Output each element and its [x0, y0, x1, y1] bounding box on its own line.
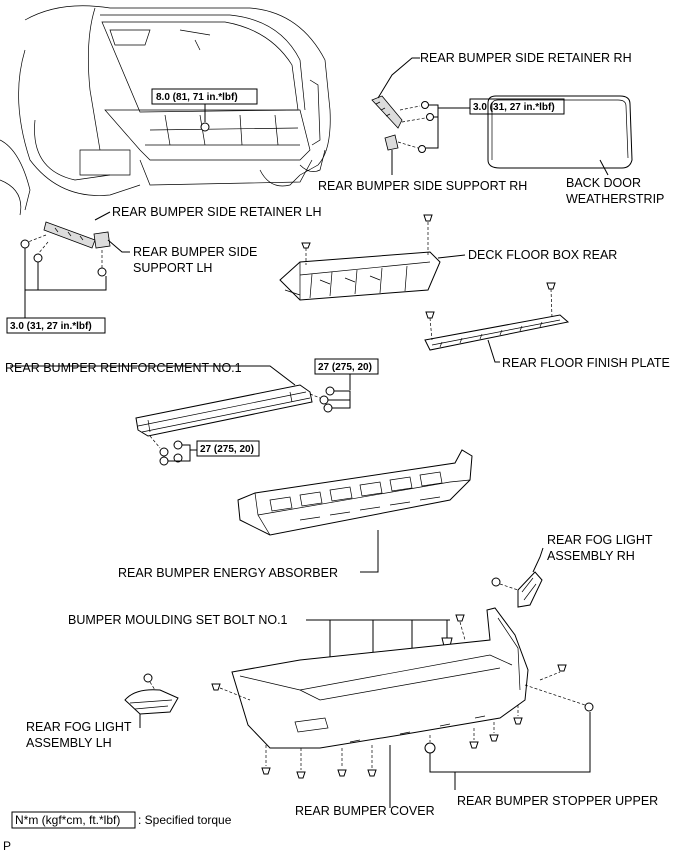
nut-icon — [173, 440, 183, 450]
clip-icon — [301, 242, 311, 249]
rear-bumper-cover-part — [231, 607, 529, 749]
torque-box — [6, 317, 106, 334]
nut-icon — [173, 453, 183, 463]
clip-icon — [546, 282, 556, 290]
floor-finish-plate-label: REAR FLOOR FINISH PLATE — [502, 356, 670, 370]
energy-absorber-part — [237, 449, 473, 536]
clip-icon — [469, 741, 479, 749]
bolt-icon — [421, 101, 429, 109]
energy-absorber-group: REAR BUMPER ENERGY ABSORBER — [118, 449, 473, 580]
bumper-cover-label: REAR BUMPER COVER — [295, 804, 435, 818]
clip-icon — [423, 214, 433, 222]
fog-light-lh-group: REAR FOG LIGHT ASSEMBLY LH — [26, 673, 179, 750]
nut-icon — [159, 447, 169, 457]
bolt-icon — [33, 253, 43, 263]
fog-light-rh-part — [517, 571, 543, 608]
side-support-lh-label-2: SUPPORT LH — [133, 261, 212, 275]
side-retainer-lh-group: REAR BUMPER SIDE RETAINER LH REAR BUMPER… — [6, 205, 322, 334]
energy-absorber-label: REAR BUMPER ENERGY ABSORBER — [118, 566, 338, 580]
clip-icon — [455, 614, 465, 622]
screw-icon — [584, 702, 594, 712]
fog-light-lh-label-2: ASSEMBLY LH — [26, 736, 112, 750]
clip-icon — [425, 311, 435, 319]
legend: N*m (kgf*cm, ft.*lbf) : Specified torque — [11, 811, 232, 829]
side-support-rh-label: REAR BUMPER SIDE SUPPORT RH — [318, 179, 527, 193]
screw-icon — [491, 577, 501, 587]
bolt-icon — [97, 267, 107, 277]
legend-unit: N*m (kgf*cm, ft.*lbf) — [15, 813, 120, 827]
torque-value: 3.0 (31, 27 in.*lbf) — [473, 102, 555, 113]
fog-light-rh-label-1: REAR FOG LIGHT — [547, 533, 653, 547]
reinforcement-group: REAR BUMPER REINFORCEMENT NO.1 27 (275, … — [5, 358, 379, 466]
weatherstrip-label-1: BACK DOOR — [566, 176, 641, 190]
bolt-icon — [200, 122, 210, 132]
nut-icon — [319, 395, 329, 405]
torque-box — [196, 440, 260, 457]
cover-fasteners — [211, 614, 594, 779]
torque-value: 27 (275, 20) — [318, 362, 372, 373]
fog-light-lh-label-1: REAR FOG LIGHT — [26, 720, 132, 734]
clip-icon — [367, 769, 377, 777]
nut-icon — [325, 386, 335, 396]
nut-icon — [159, 456, 169, 466]
moulding-bolt-label: BUMPER MOULDING SET BOLT NO.1 — [68, 613, 288, 627]
clip-icon — [211, 683, 221, 691]
torque-box — [314, 358, 379, 375]
deck-floor-box-group: DECK FLOOR BOX REAR — [279, 214, 617, 301]
legend-box — [11, 811, 136, 829]
weatherstrip-part — [487, 95, 633, 169]
side-retainer-rh-group: REAR BUMPER SIDE RETAINER RH REAR BUMPER… — [318, 51, 632, 193]
fog-light-rh-group: REAR FOG LIGHT ASSEMBLY RH — [491, 533, 653, 608]
stopper-upper-group: REAR BUMPER STOPPER UPPER — [429, 712, 658, 808]
side-support-lh-part — [93, 231, 111, 249]
stopper-upper-label: REAR BUMPER STOPPER UPPER — [457, 794, 658, 808]
clip-icon — [513, 717, 523, 725]
fog-light-rh-label-2: ASSEMBLY RH — [547, 549, 635, 563]
back-door-weatherstrip-group: BACK DOOR WEATHERSTRIP — [487, 95, 664, 206]
reinforcement-label: REAR BUMPER REINFORCEMENT NO.1 — [5, 361, 242, 375]
clip-icon — [557, 664, 567, 672]
rear-bumper-cover-group: REAR BUMPER COVER — [231, 607, 529, 818]
deck-floor-box-part — [279, 251, 441, 301]
fog-light-lh-part — [124, 689, 179, 715]
rear-floor-finish-plate-group: REAR FLOOR FINISH PLATE — [424, 282, 670, 370]
deck-torque: 8.0 (81, 71 in.*lbf) — [151, 88, 258, 132]
side-retainer-rh-part — [371, 95, 403, 129]
torque-box — [469, 98, 565, 115]
side-retainer-lh-label: REAR BUMPER SIDE RETAINER LH — [112, 205, 322, 219]
screw-icon — [143, 673, 153, 683]
torque-value: 8.0 (81, 71 in.*lbf) — [156, 92, 238, 103]
side-retainer-rh-label: REAR BUMPER SIDE RETAINER RH — [420, 51, 632, 65]
clip-icon — [296, 771, 306, 779]
vehicle-rear-illustration — [0, 5, 331, 216]
reinforcement-part — [135, 384, 313, 437]
side-retainer-lh-part — [43, 221, 96, 249]
side-support-lh-label-1: REAR BUMPER SIDE — [133, 245, 257, 259]
weatherstrip-label-2: WEATHERSTRIP — [566, 192, 664, 206]
footer-mark: P — [3, 839, 11, 853]
bolt-icon — [418, 145, 426, 153]
clip-icon — [489, 734, 499, 742]
nut-icon — [323, 403, 333, 413]
bolt-icon — [20, 239, 30, 249]
stopper-icon — [424, 742, 436, 754]
deck-floor-box-label: DECK FLOOR BOX REAR — [468, 248, 617, 262]
torque-value: 27 (275, 20) — [200, 444, 254, 455]
bolt-icon — [426, 113, 434, 121]
reflector-slot — [294, 717, 329, 733]
clip-icon — [337, 769, 347, 777]
clip-icon — [261, 767, 271, 775]
torque-value: 3.0 (31, 27 in.*lbf) — [10, 321, 92, 332]
side-support-rh-part — [384, 134, 399, 151]
legend-text: : Specified torque — [138, 813, 232, 827]
